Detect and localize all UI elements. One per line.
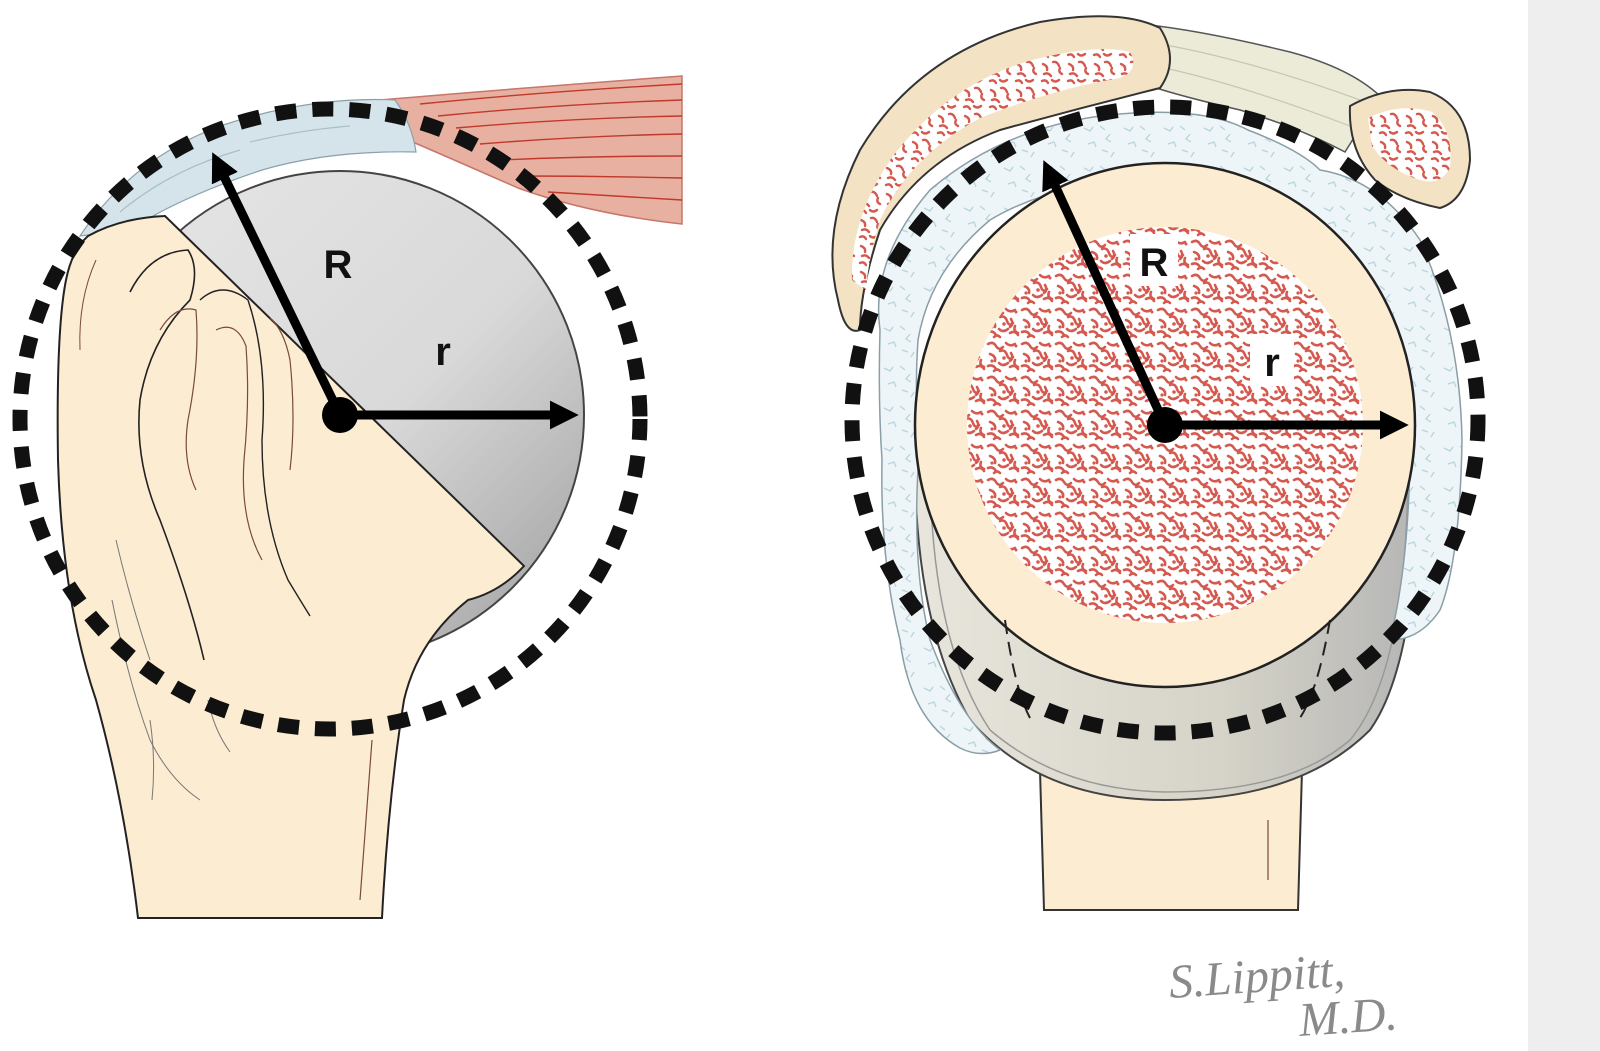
- dotted-reference-circle: [844, 99, 1486, 741]
- figure-canvas: R r R r S: [12, 15, 1486, 1047]
- minor-radius-label: r: [435, 330, 451, 374]
- tendon-line: [249, 125, 351, 143]
- hidden-contour: [1004, 619, 1331, 719]
- artist-signature: S.Lippitt, M.D.: [1167, 944, 1399, 1047]
- humerus-bone: [56, 214, 526, 919]
- coracoid-cancellous: [1368, 108, 1451, 182]
- acromion: [831, 15, 1171, 332]
- side-panel: [1528, 0, 1600, 1051]
- major-radius-label: R: [324, 243, 353, 287]
- label-backdrop: [1250, 334, 1294, 386]
- label-backdrop: [1130, 234, 1178, 286]
- deltoid-fibers: [419, 83, 683, 201]
- center-point: [322, 397, 358, 433]
- deltoid-muscle: [378, 75, 683, 225]
- ligament-line: [1159, 43, 1361, 101]
- signature-line-2: M.D.: [1296, 987, 1399, 1047]
- major-radius-label: R: [1140, 241, 1169, 285]
- left-shoulder-view: R r: [12, 75, 683, 919]
- acromion-cancellous: [851, 49, 1134, 290]
- ligament-line: [1155, 65, 1351, 127]
- major-radius-arrow: [1042, 160, 1170, 427]
- major-radius-arrow: [211, 152, 345, 417]
- tuberosity-contours: [79, 249, 373, 901]
- dotted-reference-circle: [12, 101, 648, 737]
- minor-radius-label: r: [1264, 341, 1280, 385]
- signature-line-1: S.Lippitt,: [1167, 944, 1346, 1009]
- center-point: [1147, 407, 1183, 443]
- right-shoulder-view: R r: [831, 15, 1486, 911]
